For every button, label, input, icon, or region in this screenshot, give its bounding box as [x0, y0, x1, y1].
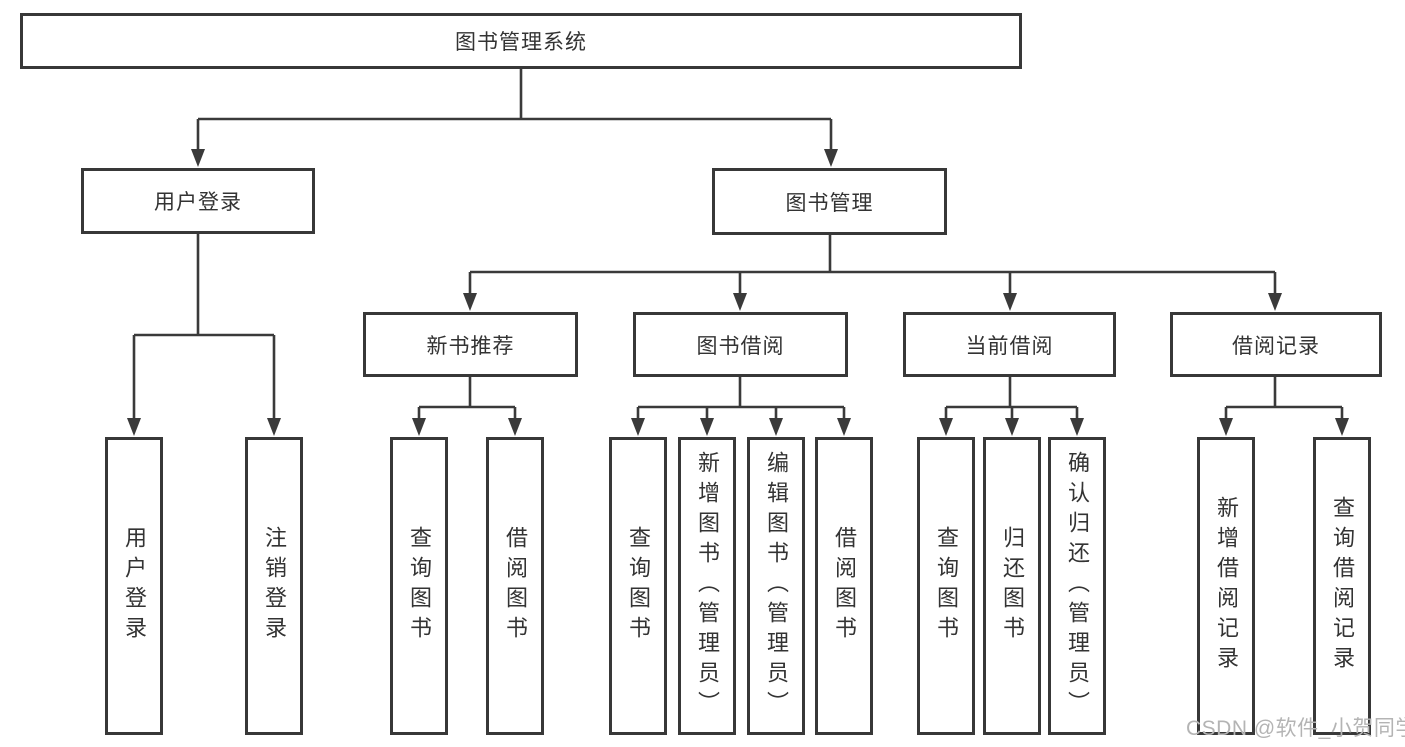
node-leaf-query-book-3: 查询图书	[917, 437, 975, 735]
node-label: 查询图书	[626, 526, 651, 646]
node-leaf-query-book-1: 查询图书	[390, 437, 448, 735]
node-label: 查询图书	[407, 526, 432, 646]
node-book-borrow: 图书借阅	[633, 312, 848, 377]
node-leaf-edit-book-admin: 编辑图书（管理员）	[747, 437, 805, 735]
node-label: 归还图书	[1000, 526, 1025, 646]
node-label: 注销登录	[262, 526, 287, 646]
node-new-book-recommend: 新书推荐	[363, 312, 578, 377]
node-label: 用户登录	[154, 191, 242, 214]
node-leaf-query-book-2: 查询图书	[609, 437, 667, 735]
node-leaf-borrow-book-1: 借阅图书	[486, 437, 544, 735]
node-book-management: 图书管理	[712, 168, 947, 235]
node-leaf-user-login: 用户登录	[105, 437, 163, 735]
node-label: 用户登录	[122, 526, 147, 646]
node-label: 借阅图书	[503, 526, 528, 646]
node-leaf-logout: 注销登录	[245, 437, 303, 735]
node-label: 查询图书	[934, 526, 959, 646]
node-label: 图书借阅	[696, 334, 785, 358]
node-label: 借阅记录	[1232, 334, 1320, 358]
node-leaf-borrow-book-2: 借阅图书	[815, 437, 873, 735]
node-label: 新书推荐	[426, 334, 515, 358]
node-library-system: 图书管理系统	[20, 13, 1022, 69]
node-label: 借阅图书	[832, 526, 857, 646]
node-label: 查询借阅记录	[1330, 496, 1355, 676]
node-label: 编辑图书（管理员）	[764, 451, 789, 721]
node-label: 当前借阅	[965, 334, 1054, 358]
node-user-login: 用户登录	[81, 168, 315, 234]
node-label: 确认归还（管理员）	[1065, 451, 1090, 721]
node-leaf-confirm-return-admin: 确认归还（管理员）	[1048, 437, 1106, 735]
node-current-borrow: 当前借阅	[903, 312, 1116, 377]
node-borrow-record: 借阅记录	[1170, 312, 1382, 377]
node-label: 新增图书（管理员）	[695, 451, 720, 721]
node-leaf-query-borrow-record: 查询借阅记录	[1313, 437, 1371, 735]
csdn-watermark: CSDN @软件_小贺同学	[1186, 717, 1405, 740]
node-label: 图书管理	[785, 191, 874, 215]
node-label: 图书管理系统	[455, 31, 587, 54]
node-leaf-return-book: 归还图书	[983, 437, 1041, 735]
node-leaf-add-borrow-record: 新增借阅记录	[1197, 437, 1255, 735]
node-label: 新增借阅记录	[1214, 496, 1239, 676]
node-leaf-add-book-admin: 新增图书（管理员）	[678, 437, 736, 735]
